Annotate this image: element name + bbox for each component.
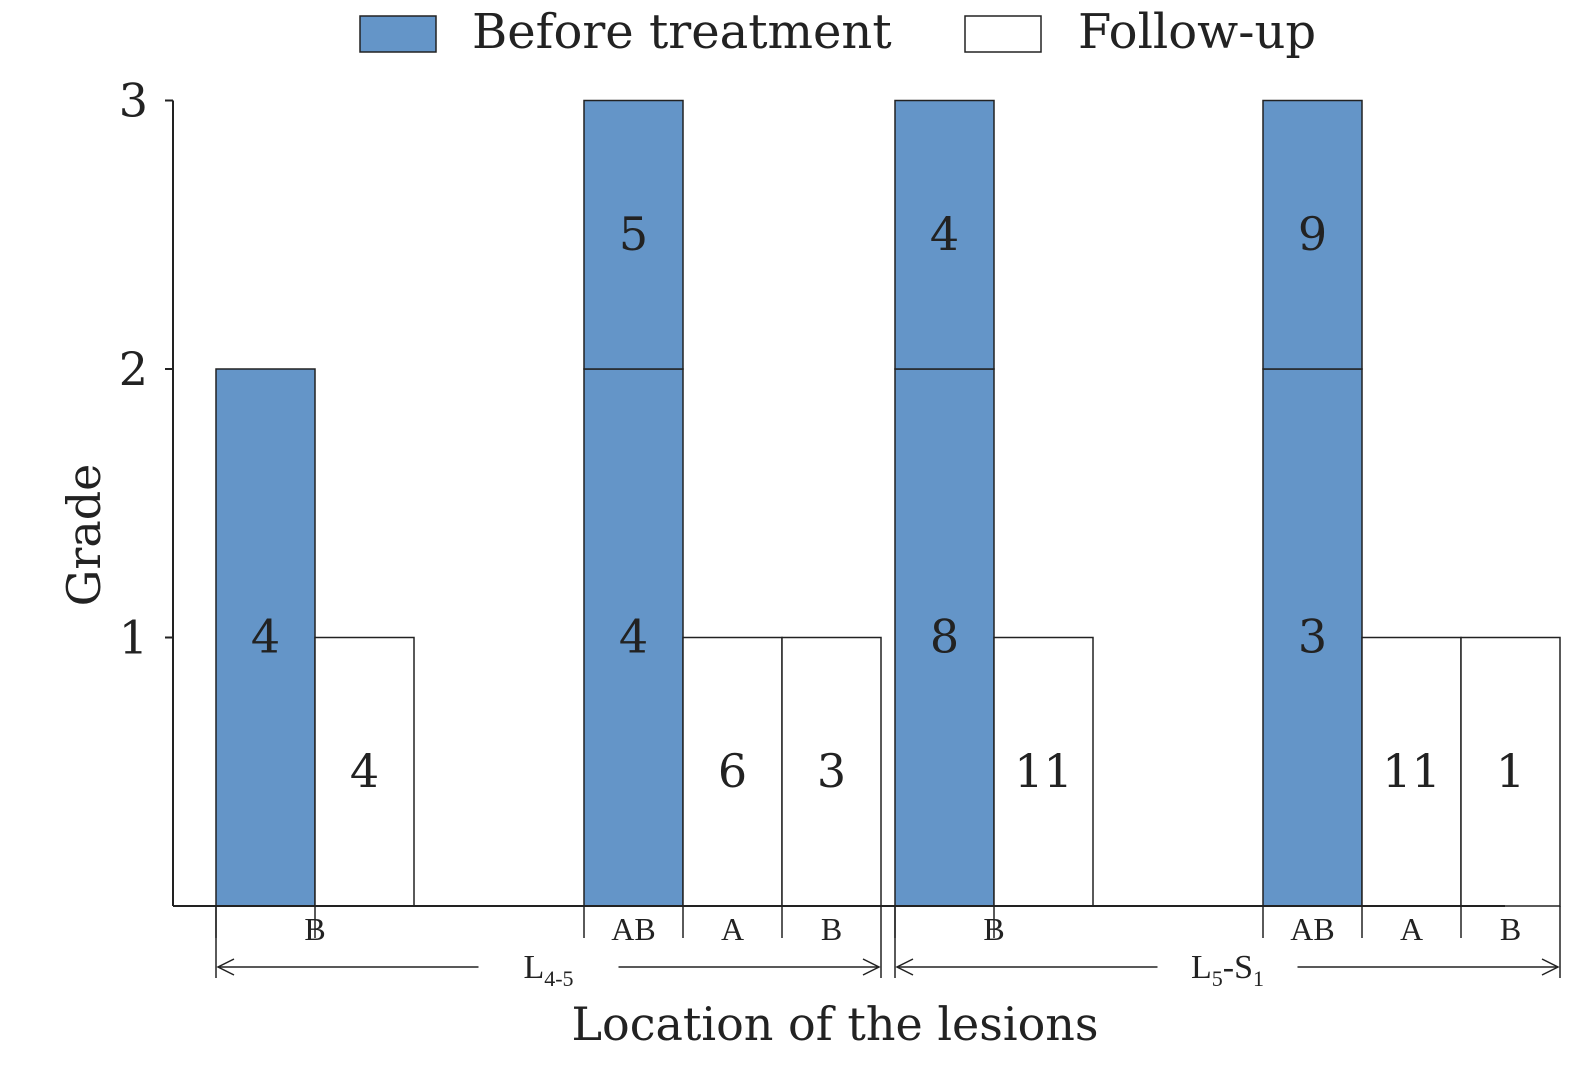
category-label-1-3: A <box>1400 911 1423 947</box>
legend-label-0: Before treatment <box>472 4 892 60</box>
y-tick-label-2: 2 <box>119 342 148 396</box>
group-label-part: L <box>1191 949 1212 986</box>
legend-swatch-0 <box>359 15 437 53</box>
data-label-1-2-0: 3 <box>1298 610 1327 664</box>
arrow-right-0 <box>862 958 881 976</box>
category-label-0-2: AB <box>611 911 655 947</box>
data-label-0-4-0: 3 <box>817 744 846 798</box>
category-label-0-3: A <box>721 911 744 947</box>
group-label-1: L5-S1 <box>1191 949 1264 991</box>
legend-swatch-1 <box>964 15 1042 53</box>
data-label-1-0-1: 4 <box>930 207 959 261</box>
bar-0-4-seg-0 <box>781 636 882 907</box>
group-label-0: L4-5 <box>523 949 573 991</box>
category-label-0-0: B <box>304 911 325 947</box>
group-label-part: -S <box>1223 949 1253 986</box>
bar-0-3-seg-0 <box>682 636 783 907</box>
bar-1-4-seg-0 <box>1460 636 1561 907</box>
category-label-1-4: B <box>1500 911 1521 947</box>
x-axis-label: Location of the lesions <box>571 997 1098 1051</box>
axes: 1 2 3 <box>119 74 1505 907</box>
group-label-part: 1 <box>1253 966 1264 991</box>
bar-1-2-seg-0 <box>1262 368 1363 907</box>
group-label-part: 5 <box>1212 966 1223 991</box>
data-label-1-0-0: 8 <box>930 610 959 664</box>
bar-0-0-seg-0 <box>215 368 316 907</box>
bar-1-0-seg-1 <box>894 99 995 370</box>
group-label-part: L <box>523 949 544 986</box>
y-tick-label-1: 1 <box>119 611 148 665</box>
data-label-0-2-0: 4 <box>619 610 648 664</box>
y-tick-label-3: 3 <box>119 74 148 128</box>
bar-0-1-seg-0 <box>314 636 415 907</box>
data-label-1-2-1: 9 <box>1298 207 1327 261</box>
category-label-1-2: AB <box>1290 911 1334 947</box>
bar-0-2-seg-1 <box>583 99 684 370</box>
arrow-right-1 <box>1541 958 1560 976</box>
bar-1-2-seg-1 <box>1262 99 1363 370</box>
data-label-0-0-0: 4 <box>251 610 280 664</box>
arrow-left-1 <box>895 958 914 976</box>
data-label-0-3-0: 6 <box>718 744 747 798</box>
legend: Before treatment Follow-up <box>359 4 1316 60</box>
group-label-part: 4-5 <box>544 966 573 991</box>
category-label-1-0: B <box>983 911 1004 947</box>
legend-label-1: Follow-up <box>1078 4 1316 60</box>
arrow-left-0 <box>216 958 235 976</box>
bar-1-3-seg-0 <box>1361 636 1462 907</box>
y-axis-label: Grade <box>57 464 111 607</box>
category-label-0-4: B <box>821 911 842 947</box>
data-label-1-4-0: 1 <box>1496 744 1525 798</box>
data-label-1-3-0: 11 <box>1382 744 1441 798</box>
data-label-1-1-0: 11 <box>1014 744 1073 798</box>
data-label-0-2-1: 5 <box>619 207 648 261</box>
data-label-0-1-0: 4 <box>350 744 379 798</box>
